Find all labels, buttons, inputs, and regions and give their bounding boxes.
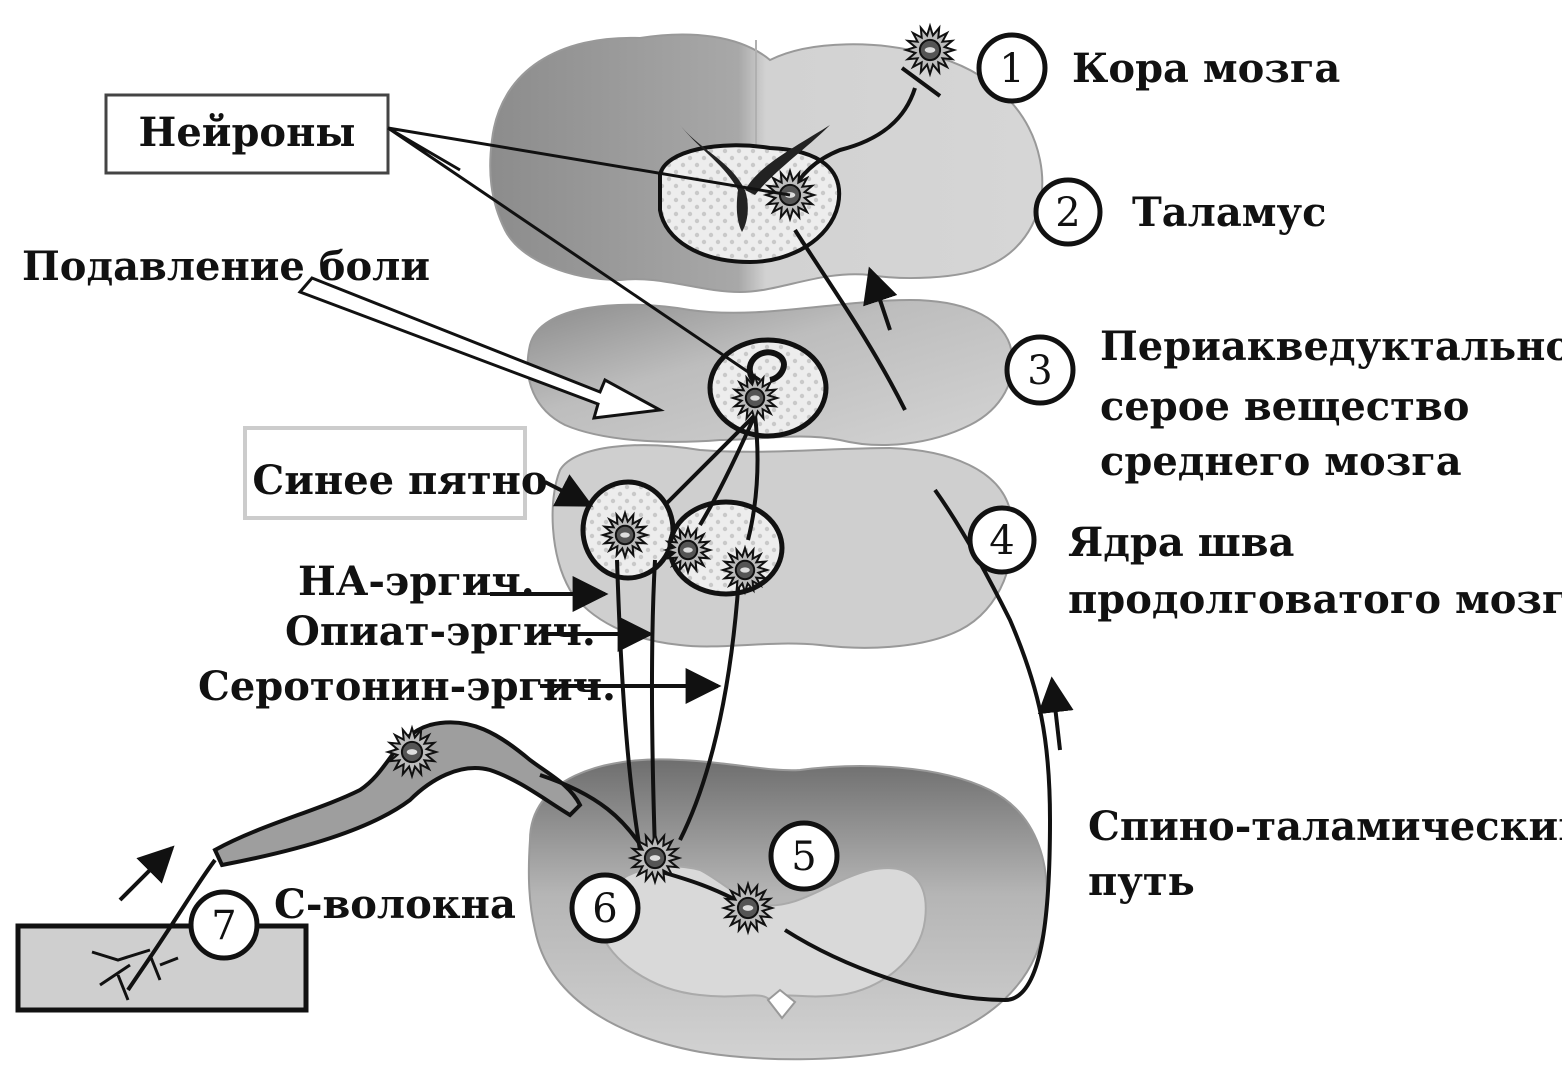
neuron-body <box>906 26 954 74</box>
marker-7: 7 <box>191 892 257 958</box>
svg-text:3: 3 <box>1027 348 1052 394</box>
arrow-up-icon <box>120 848 172 900</box>
pain-suppression-label: Подавление боли <box>22 243 430 290</box>
pag-label-line-2: серое вещество <box>1100 383 1469 430</box>
spinothalamic-label-line-1: Спино-таламический <box>1088 803 1562 850</box>
marker-1: 1 <box>979 35 1045 101</box>
marker-4: 4 <box>970 508 1034 572</box>
arrow-up-icon <box>1052 680 1060 750</box>
neuron-body <box>723 548 767 592</box>
marker-6: 6 <box>572 875 638 941</box>
raphe-label-line-2: продолговатого мозга <box>1068 576 1562 623</box>
neurons-label: Нейроны <box>139 109 356 156</box>
svg-text:2: 2 <box>1055 190 1080 236</box>
locus-coeruleus-label: Синее пятно <box>252 457 547 504</box>
marker-5: 5 <box>771 823 837 889</box>
svg-text:1: 1 <box>999 46 1024 92</box>
skin-receptor-box <box>18 860 306 1010</box>
c-fibres-label: С-волокна <box>274 881 516 928</box>
spinothalamic-label-line-2: путь <box>1088 858 1195 905</box>
svg-text:6: 6 <box>592 886 617 932</box>
thalamus-label: Таламус <box>1132 189 1327 236</box>
neuron-body <box>733 376 777 420</box>
neuron-body <box>724 884 772 932</box>
pag-label-line-1: Периакведуктальное <box>1100 323 1562 370</box>
locus-coeruleus-callout: Синее пятно <box>245 428 590 518</box>
raphe-label-line-1: Ядра шва <box>1068 519 1294 566</box>
neuron-body <box>631 834 679 882</box>
marker-2: 2 <box>1036 180 1100 244</box>
na-ergic-label: НА-эргич. <box>298 558 535 605</box>
svg-text:5: 5 <box>791 834 816 880</box>
opiate-ergic-axon <box>652 560 655 850</box>
marker-3: 3 <box>1007 337 1073 403</box>
neuron-body <box>388 728 436 776</box>
pag-label-line-3: среднего мозга <box>1100 438 1462 485</box>
cortex-label: Кора мозга <box>1072 45 1340 92</box>
opiate-ergic-label: Опиат-эргич. <box>285 608 596 655</box>
neuron-body <box>603 513 647 557</box>
neuron-body <box>666 528 710 572</box>
svg-text:4: 4 <box>989 518 1014 564</box>
svg-text:7: 7 <box>211 903 236 949</box>
